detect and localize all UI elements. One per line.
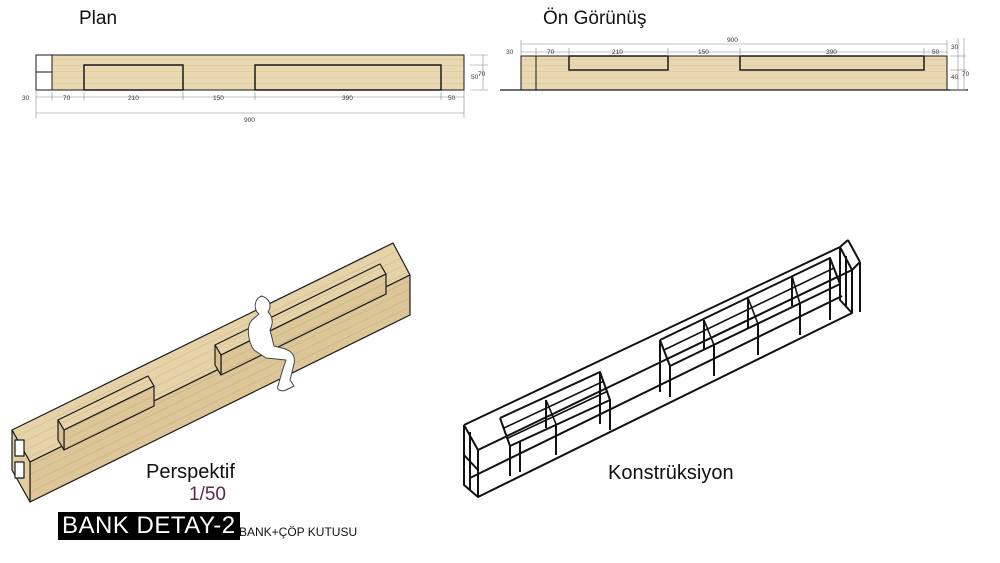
plan-backrest-1: [83, 64, 184, 91]
front-dim-50: 50: [932, 49, 940, 56]
front-dim-right-40: 40: [951, 74, 959, 81]
perspective-view: [11, 242, 411, 503]
sheet-title-block: BANK DETAY-2: [58, 512, 240, 540]
plan-bench-body: [35, 54, 465, 91]
plan-title: Plan: [79, 8, 118, 29]
plan-dim-right-70: 70: [478, 71, 486, 78]
frame-left-end: [463, 424, 479, 498]
persp-backrest-1-side: [57, 419, 65, 451]
seated-person-figure: [247, 295, 295, 392]
front-dim-210: 210: [612, 49, 623, 56]
frame-cross-members: [503, 267, 838, 439]
plan-bin-slot-top: [35, 54, 53, 73]
plan-view: 30 70 210 150 390 50 900 50 70: [22, 54, 488, 124]
plan-dim-150: 150: [213, 95, 224, 102]
front-backrest-2: [739, 55, 925, 71]
frame-rail-low-front: [477, 312, 853, 498]
drawing-scale: 1/50: [189, 484, 226, 505]
plan-dim-total: 900: [244, 117, 255, 124]
front-dim-30: 30: [506, 49, 514, 56]
plan-dim-70: 70: [63, 95, 71, 102]
plan-dim-right-50: 50: [471, 74, 479, 81]
frame-rail-top-back: [463, 246, 841, 426]
front-bench-body: [520, 55, 948, 91]
front-view: 900 30 70 210 150 390 50 30 40 70: [500, 37, 970, 91]
plan-backrest-2: [254, 64, 442, 91]
front-dim-150: 150: [698, 49, 709, 56]
perspective-title: Perspektif: [146, 461, 235, 483]
front-backrest-1: [568, 55, 669, 71]
sheet-subtitle: BANK+ÇÖP KUTUSU: [239, 525, 358, 539]
plan-bin-slot-bottom: [35, 71, 53, 91]
front-dim-70: 70: [547, 49, 555, 56]
construction-title: Konstrüksiyon: [608, 462, 734, 484]
frame-rail-low-back: [469, 295, 843, 479]
front-dim-right-70: 70: [962, 71, 970, 78]
plan-dim-30: 30: [22, 95, 30, 102]
frame-posts: [509, 258, 841, 476]
front-dim-390: 390: [826, 49, 837, 56]
persp-backrest-2-side: [214, 344, 222, 376]
plan-dim-50: 50: [448, 95, 456, 102]
front-view-title: Ön Görünüş: [543, 8, 647, 29]
front-dim-total: 900: [727, 37, 738, 44]
plan-dim-390: 390: [342, 95, 353, 102]
plan-dim-210: 210: [128, 95, 139, 102]
persp-bin-opening-2: [14, 461, 25, 479]
front-dim-right-30: 30: [951, 44, 959, 51]
construction-frame-view: [463, 239, 861, 498]
persp-bin-opening-1: [14, 439, 25, 457]
